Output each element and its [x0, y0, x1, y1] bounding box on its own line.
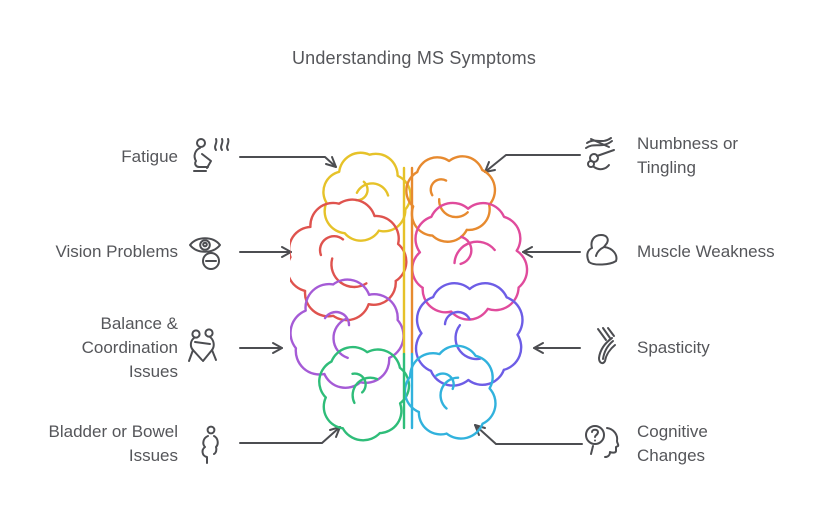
- left-occipital-region: [318, 345, 411, 442]
- bladder-bowel-icon-svg: [201, 425, 219, 464]
- brain-illustration: [286, 140, 530, 457]
- left-parietal-gyri: [318, 234, 345, 257]
- right-frontal-region: [405, 155, 497, 243]
- label-spasticity: Spasticity: [637, 338, 710, 357]
- muscle-weakness-icon-svg: [586, 234, 618, 266]
- arrow-fatigue: [238, 147, 346, 175]
- right-temporal-gyri: [443, 310, 471, 326]
- left-parietal-gyri: [330, 257, 368, 289]
- fatigue-icon-svg: [193, 138, 230, 172]
- bladder-bowel-icon: [189, 424, 233, 468]
- left-occipital-gyri: [351, 376, 379, 405]
- arrow-spasticity: [528, 340, 584, 356]
- right-frontal-gyri: [429, 178, 448, 197]
- label-cognitive-changes: Cognitive Changes: [637, 422, 708, 465]
- label-vision-problems: Vision Problems: [55, 242, 178, 261]
- arrow-vision-problems: [238, 244, 298, 260]
- left-temporal-region: [289, 278, 405, 389]
- right-parietal-gyri: [459, 235, 473, 266]
- right-temporal-region: [414, 282, 524, 387]
- vision-problems-icon-svg: [189, 237, 221, 270]
- page-title: Understanding MS Symptoms: [291, 48, 537, 68]
- muscle-weakness-icon: [582, 229, 626, 273]
- right-frontal-gyri: [437, 198, 469, 219]
- left-frontal-gyri: [355, 182, 390, 197]
- right-parietal-region: [411, 201, 529, 321]
- label-bladder-bowel: Bladder or Bowel Issues: [48, 422, 178, 465]
- numbness-tingling-icon-svg: [585, 137, 615, 171]
- label-balance-coordination: Balance & Coordination Issues: [81, 314, 178, 381]
- balance-coordination-icon: [182, 326, 226, 370]
- right-parietal-gyri: [453, 240, 496, 265]
- arrow-muscle-weakness: [520, 244, 584, 260]
- left-occipital-gyri: [351, 372, 367, 394]
- right-occipital-gyri: [435, 372, 455, 391]
- fatigue-icon: [188, 134, 232, 178]
- left-parietal-region: [286, 198, 408, 322]
- arrow-balance-coordination: [238, 340, 288, 356]
- numbness-tingling-icon: [582, 133, 626, 177]
- vision-problems-icon: [186, 230, 230, 274]
- spasticity-icon: [586, 325, 630, 369]
- brain-svg: [286, 151, 529, 442]
- label-numbness-tingling: Numbness or Tingling: [637, 134, 739, 177]
- right-temporal-gyri: [454, 324, 482, 361]
- cognitive-changes-icon: [581, 423, 625, 467]
- label-fatigue: Fatigue: [121, 147, 178, 166]
- left-frontal-region: [322, 151, 412, 242]
- right-occipital-region: [403, 344, 497, 440]
- left-temporal-gyri: [323, 310, 351, 327]
- balance-coordination-icon-svg: [188, 328, 217, 362]
- cognitive-changes-icon-svg: [585, 425, 620, 458]
- left-temporal-gyri: [332, 317, 349, 360]
- spasticity-icon-svg: [597, 327, 616, 365]
- label-muscle-weakness: Muscle Weakness: [637, 242, 775, 261]
